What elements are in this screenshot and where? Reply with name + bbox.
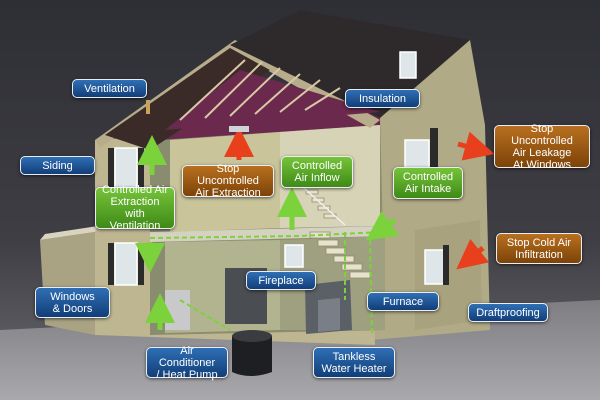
label-fireplace-text: Fireplace [258, 275, 303, 287]
label-furnace: Furnace [367, 292, 439, 311]
label-controlled-air-inflow-text: Controlled Air Inflow [292, 160, 342, 184]
label-windows-doors: Windows & Doors [35, 287, 110, 318]
label-ventilation: Ventilation [72, 79, 147, 98]
label-siding: Siding [20, 156, 95, 175]
label-controlled-air-inflow: Controlled Air Inflow [281, 156, 353, 188]
label-stop-uncontrolled-air-leakage: Stop Uncontrolled Air Leakage At Windows [494, 125, 590, 168]
label-insulation: Insulation [345, 89, 420, 108]
porch [40, 232, 95, 335]
label-stop-uncontrolled-air-extraction: Stop Uncontrolled Air Extraction [182, 165, 274, 197]
label-stop-cold-air-infiltration: Stop Cold Air Infiltration [496, 233, 582, 264]
label-stop-uncontrolled-air-leakage-text: Stop Uncontrolled Air Leakage At Windows [499, 123, 585, 171]
label-controlled-air-extraction: Controlled Air Extraction with Ventilati… [95, 187, 175, 229]
label-controlled-air-intake: Controlled Air Intake [393, 167, 463, 199]
vent-pipe [146, 100, 150, 114]
label-windows-doors-text: Windows & Doors [50, 291, 95, 315]
label-insulation-text: Insulation [359, 93, 406, 105]
label-air-conditioner: Air Conditioner / Heat Pump [146, 347, 228, 378]
indoor-unit [165, 290, 190, 330]
label-stop-uncontrolled-air-extraction-text: Stop Uncontrolled Air Extraction [187, 163, 269, 199]
label-siding-text: Siding [42, 160, 73, 172]
water-heater-unit [318, 298, 340, 332]
label-tankless-water-heater-text: Tankless Water Heater [321, 351, 386, 375]
label-stop-cold-air-infiltration-text: Stop Cold Air Infiltration [507, 237, 571, 261]
label-draftproofing: Draftproofing [468, 303, 548, 322]
label-furnace-text: Furnace [383, 296, 423, 308]
ac-fan-top [232, 330, 272, 342]
ceiling-vent [229, 126, 249, 132]
label-air-conditioner-text: Air Conditioner / Heat Pump [151, 345, 223, 381]
label-draftproofing-text: Draftproofing [476, 307, 540, 319]
label-fireplace: Fireplace [246, 271, 316, 290]
label-ventilation-text: Ventilation [84, 83, 135, 95]
label-controlled-air-intake-text: Controlled Air Intake [403, 171, 453, 195]
label-tankless-water-heater: Tankless Water Heater [313, 347, 395, 378]
label-controlled-air-extraction-text: Controlled Air Extraction with Ventilati… [100, 184, 170, 232]
